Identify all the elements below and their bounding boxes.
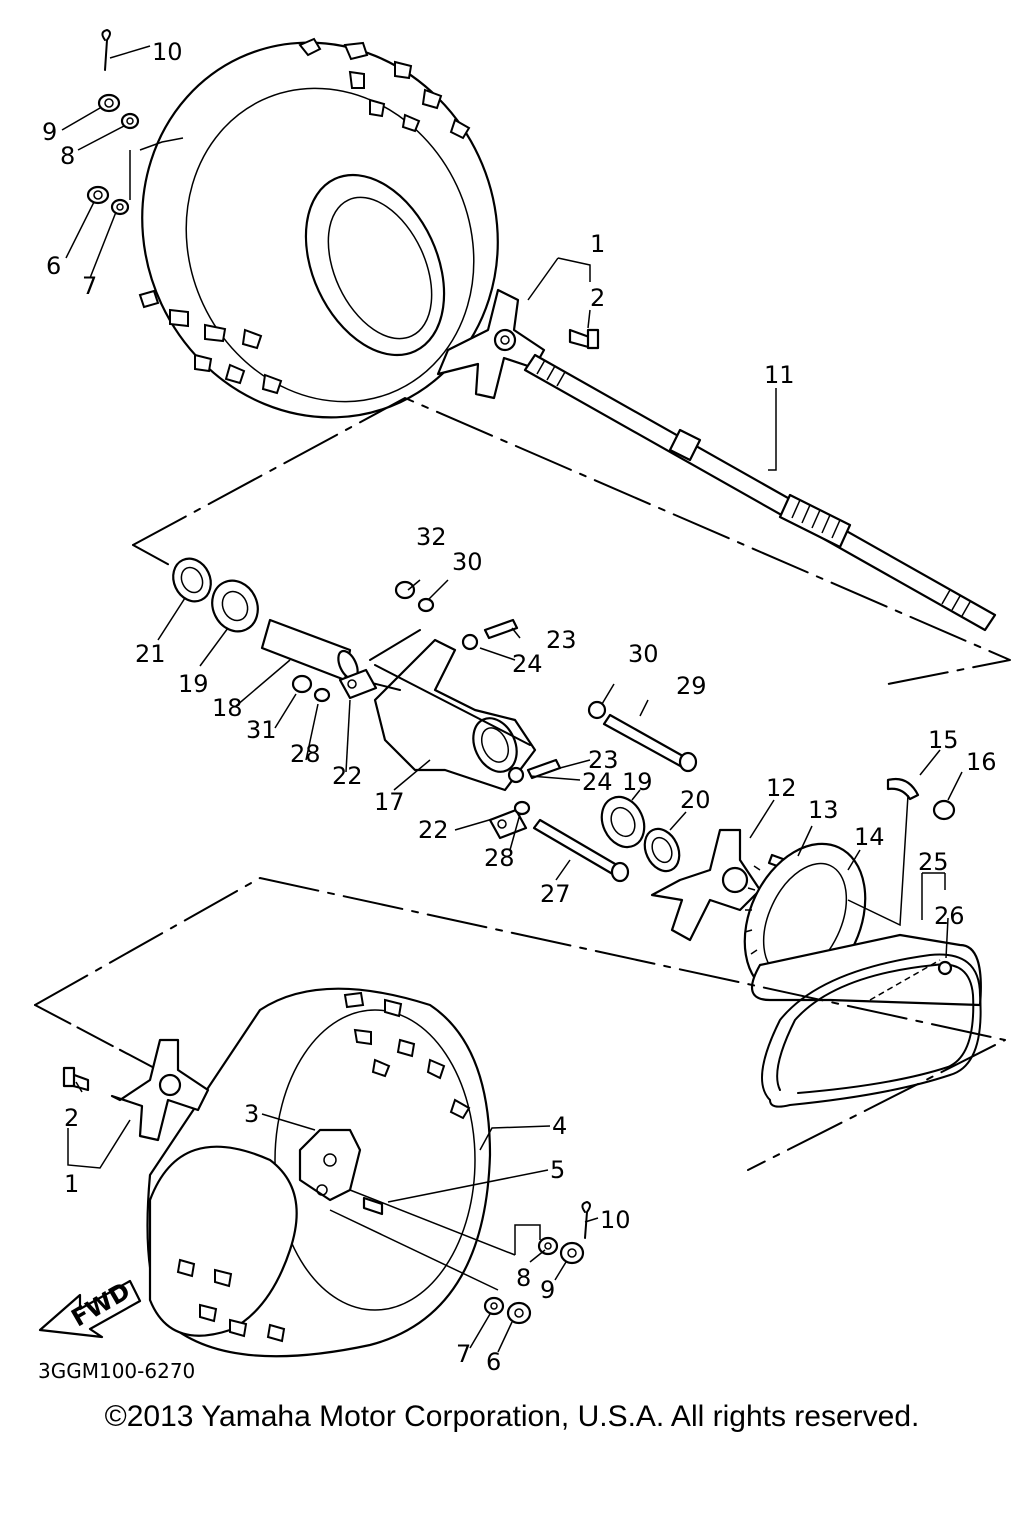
sprocket-hub-12	[650, 828, 762, 942]
callout-20: 20	[680, 786, 711, 814]
callout-9-top: 9	[42, 118, 57, 146]
diagram-code: 3GGM100-6270	[38, 1359, 195, 1383]
callout-32: 32	[416, 523, 447, 551]
bottom-lug-parts	[483, 1201, 591, 1325]
callout-19-right: 19	[622, 768, 653, 796]
seal-20	[643, 827, 681, 873]
callout-30-top: 30	[452, 548, 483, 576]
rear-axle-shaft	[523, 353, 997, 632]
fwd-arrow: FWD	[38, 1277, 142, 1339]
chain-25	[750, 933, 982, 1108]
callout-14: 14	[854, 823, 885, 851]
callout-30-right: 30	[628, 640, 659, 668]
callout-28-bottom: 28	[484, 844, 515, 872]
callout-7-bottom: 7	[456, 1340, 471, 1368]
rim-3	[298, 1128, 362, 1202]
callout-6-top: 6	[46, 252, 61, 280]
callout-19-left: 19	[178, 670, 209, 698]
spacer-tube-18	[260, 618, 359, 682]
callout-25: 25	[918, 848, 949, 876]
top-hub-bolt	[568, 328, 600, 350]
callout-7-top: 7	[82, 272, 97, 300]
callout-23-top: 23	[546, 626, 577, 654]
callout-17: 17	[374, 788, 405, 816]
callout-23-mid: 23	[588, 746, 619, 774]
callout-2-bottom: 2	[64, 1104, 79, 1132]
top-wheel-tire	[138, 37, 499, 419]
bearing-21	[172, 557, 212, 603]
callout-15: 15	[928, 726, 959, 754]
small-fasteners	[291, 580, 698, 883]
callout-1-bottom: 1	[64, 1170, 79, 1198]
callout-1-top: 1	[590, 230, 605, 258]
top-assembly-outline	[132, 397, 1011, 685]
chain-guide-15-16	[886, 777, 956, 821]
bottom-assembly-outline	[34, 877, 1006, 1171]
bearing-19-left	[211, 579, 259, 633]
callout-3: 3	[244, 1100, 259, 1128]
callout-27: 27	[540, 880, 571, 908]
callout-2-top: 2	[590, 284, 605, 312]
callout-11: 11	[764, 361, 795, 389]
leader-lines	[61, 45, 963, 1353]
caliper-22-bottom	[488, 808, 528, 840]
callout-31: 31	[246, 716, 277, 744]
callout-9-bottom: 9	[540, 1276, 555, 1304]
callout-8-bottom: 8	[516, 1264, 531, 1292]
callout-labels: 10 9 8 6 7 1 2 11 32 30 21 19 18 23 24 3…	[38, 38, 997, 1383]
callout-28-left: 28	[290, 740, 321, 768]
callout-4: 4	[552, 1112, 567, 1140]
callout-13: 13	[808, 796, 839, 824]
top-lug-parts	[86, 29, 140, 216]
callout-29: 29	[676, 672, 707, 700]
callout-26: 26	[934, 902, 965, 930]
callout-6-bottom: 6	[486, 1348, 501, 1376]
callout-10-bottom: 10	[600, 1206, 631, 1234]
callout-24-mid: 24	[582, 768, 613, 796]
valve-5	[362, 1196, 384, 1216]
callout-18: 18	[212, 694, 243, 722]
callout-5: 5	[550, 1156, 565, 1184]
bottom-hub-bolt	[62, 1066, 90, 1092]
bottom-wheel-hub	[110, 1038, 210, 1142]
callout-8-top: 8	[60, 142, 75, 170]
callout-22-bottom: 22	[418, 816, 449, 844]
caliper-22-top	[338, 668, 378, 700]
callout-12: 12	[766, 774, 797, 802]
bearing-19-right	[600, 795, 646, 849]
callout-10-top: 10	[152, 38, 183, 66]
callout-24-top: 24	[512, 650, 543, 678]
top-wheel-hub	[436, 288, 546, 400]
callout-22-left: 22	[332, 762, 363, 790]
callout-16: 16	[966, 748, 997, 776]
callout-21: 21	[135, 640, 166, 668]
axle-housing-17	[359, 629, 537, 792]
copyright-notice: ©2013 Yamaha Motor Corporation, U.S.A. A…	[104, 1400, 920, 1433]
